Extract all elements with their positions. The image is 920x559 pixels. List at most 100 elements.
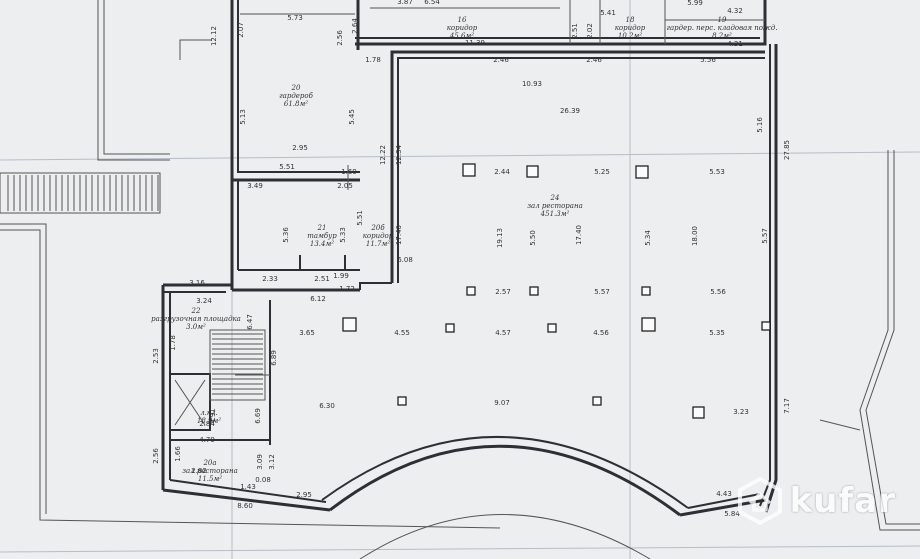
room-number: 21 [317, 224, 327, 232]
dimension-label: 5.51 [279, 163, 295, 171]
dimension-label: 17.40 [395, 225, 403, 245]
walls [161, 0, 778, 513]
stairwell [174, 329, 266, 426]
dimension-label: 6.47 [246, 314, 254, 330]
dimension-label: 7.17 [783, 398, 791, 414]
dimension-label: 3.49 [247, 182, 263, 190]
dimension-label: 2.56 [152, 448, 160, 464]
room-name: л.кл. [200, 409, 218, 417]
room-name: коридор [615, 24, 646, 32]
dimension-label: 4.55 [394, 329, 410, 337]
room-number: 18 [626, 16, 635, 24]
dimension-label: 4.31 [727, 40, 743, 48]
room-number: 22 [191, 307, 201, 315]
dimension-label: 4.57 [495, 329, 511, 337]
dimension-label: 5.34 [644, 230, 652, 246]
dimension-label: 5.41 [600, 9, 616, 17]
dimension-label: 5.56 [710, 288, 726, 296]
dimension-label: 2.95 [296, 491, 312, 499]
dimension-label: 10.93 [522, 80, 542, 88]
room-number: 16 [458, 16, 467, 24]
dimension-label: 5.53 [709, 168, 725, 176]
dimension-label: 5.16 [756, 117, 764, 133]
dimension-label: 2.33 [262, 275, 278, 283]
room-area: 11.7м² [366, 240, 390, 248]
dimension-label: 2.56 [336, 30, 344, 46]
dimension-label: 3.23 [733, 408, 749, 416]
dimension-label: 5.13 [239, 109, 247, 125]
dimension-label: 5.51 [356, 210, 364, 226]
dimension-label: 3.16 [189, 279, 205, 287]
dimension-label: 2.53 [152, 348, 160, 364]
dimension-label: 2.84 [199, 420, 215, 428]
dimension-label: 5.50 [529, 230, 537, 246]
room-number: 24 [550, 194, 560, 202]
dimension-label: 5.73 [287, 14, 303, 22]
dimension-label: 1.66 [174, 446, 182, 462]
dimension-label: 3.12 [268, 454, 276, 470]
dimension-label: 3.87 [397, 0, 413, 6]
dimension-label: 6.54 [424, 0, 440, 6]
room-area: 10.2м² [618, 32, 642, 40]
dimension-label: 2.02 [586, 23, 594, 39]
dimension-label: 2.44 [494, 168, 510, 176]
watermark: kufar [736, 477, 896, 525]
dimension-label: 2.51 [571, 23, 579, 39]
dimension-label: 5.25 [594, 168, 610, 176]
watermark-brand: kufar [789, 481, 896, 521]
dimension-label: 4.32 [727, 7, 743, 15]
room-area: 61.8м² [284, 100, 308, 108]
dimension-label: 1.72 [339, 285, 355, 293]
room-number: 20а [202, 459, 216, 467]
dimension-label: 5.45 [348, 109, 356, 125]
room-number: 20 [291, 84, 301, 92]
dimension-label: 17.40 [575, 225, 583, 245]
room-name: коридор [447, 24, 478, 32]
dimension-label: 2.46 [586, 56, 602, 64]
dimension-label: 12.22 [379, 145, 387, 165]
dimension-label: 26.39 [560, 107, 580, 115]
dimension-label: 2.51 [314, 275, 330, 283]
facade-arc [321, 435, 767, 559]
room-name: гардер. перс. кладовая пожд. [666, 24, 777, 32]
room-name: гардероб [279, 92, 313, 100]
dimension-label: 12.12 [210, 26, 218, 46]
dimension-label: 9.07 [494, 399, 510, 407]
room-area: 451.3м² [540, 210, 570, 218]
room-label-r23: л.кл.18.9м² [197, 409, 221, 425]
room-area: 8.2м² [712, 32, 732, 40]
house-hexagon-icon [737, 477, 782, 525]
room-name: тамбур [307, 232, 337, 240]
dimension-label: 8.60 [237, 502, 253, 510]
dimension-label: 6.89 [270, 350, 278, 366]
dimension-label: 5.35 [709, 329, 725, 337]
dimension-label: 2.95 [292, 144, 308, 152]
dimension-label: 2.07 [237, 22, 245, 38]
room-area: 11.5м² [198, 475, 222, 483]
dimension-label: 6.30 [319, 402, 335, 410]
dimension-label: 2.05 [337, 182, 353, 190]
room-name: зал ресторана [527, 202, 583, 210]
dimension-label: 12.34 [395, 144, 403, 165]
dimension-label: 5.56 [700, 56, 716, 64]
terrace-outline [0, 0, 920, 531]
dimension-label: 1.43 [240, 483, 256, 491]
dimension-label: 3.09 [256, 454, 264, 470]
room-area: 13.4м² [310, 240, 334, 248]
dimension-label: 4.79 [199, 436, 215, 444]
dimension-label: 1.78 [365, 56, 381, 64]
dimension-label: 2.46 [493, 56, 509, 64]
room-number: 19 [718, 16, 727, 24]
dimension-label: 5.57 [761, 228, 769, 244]
dimension-label: 5.99 [687, 0, 703, 7]
columns [342, 163, 771, 419]
dimension-label: 4.91 [209, 408, 217, 424]
dimension-label: 2.57 [495, 288, 511, 296]
room-labels: 16коридор45.6м²18коридор10.2м²19гардер. … [151, 16, 777, 483]
